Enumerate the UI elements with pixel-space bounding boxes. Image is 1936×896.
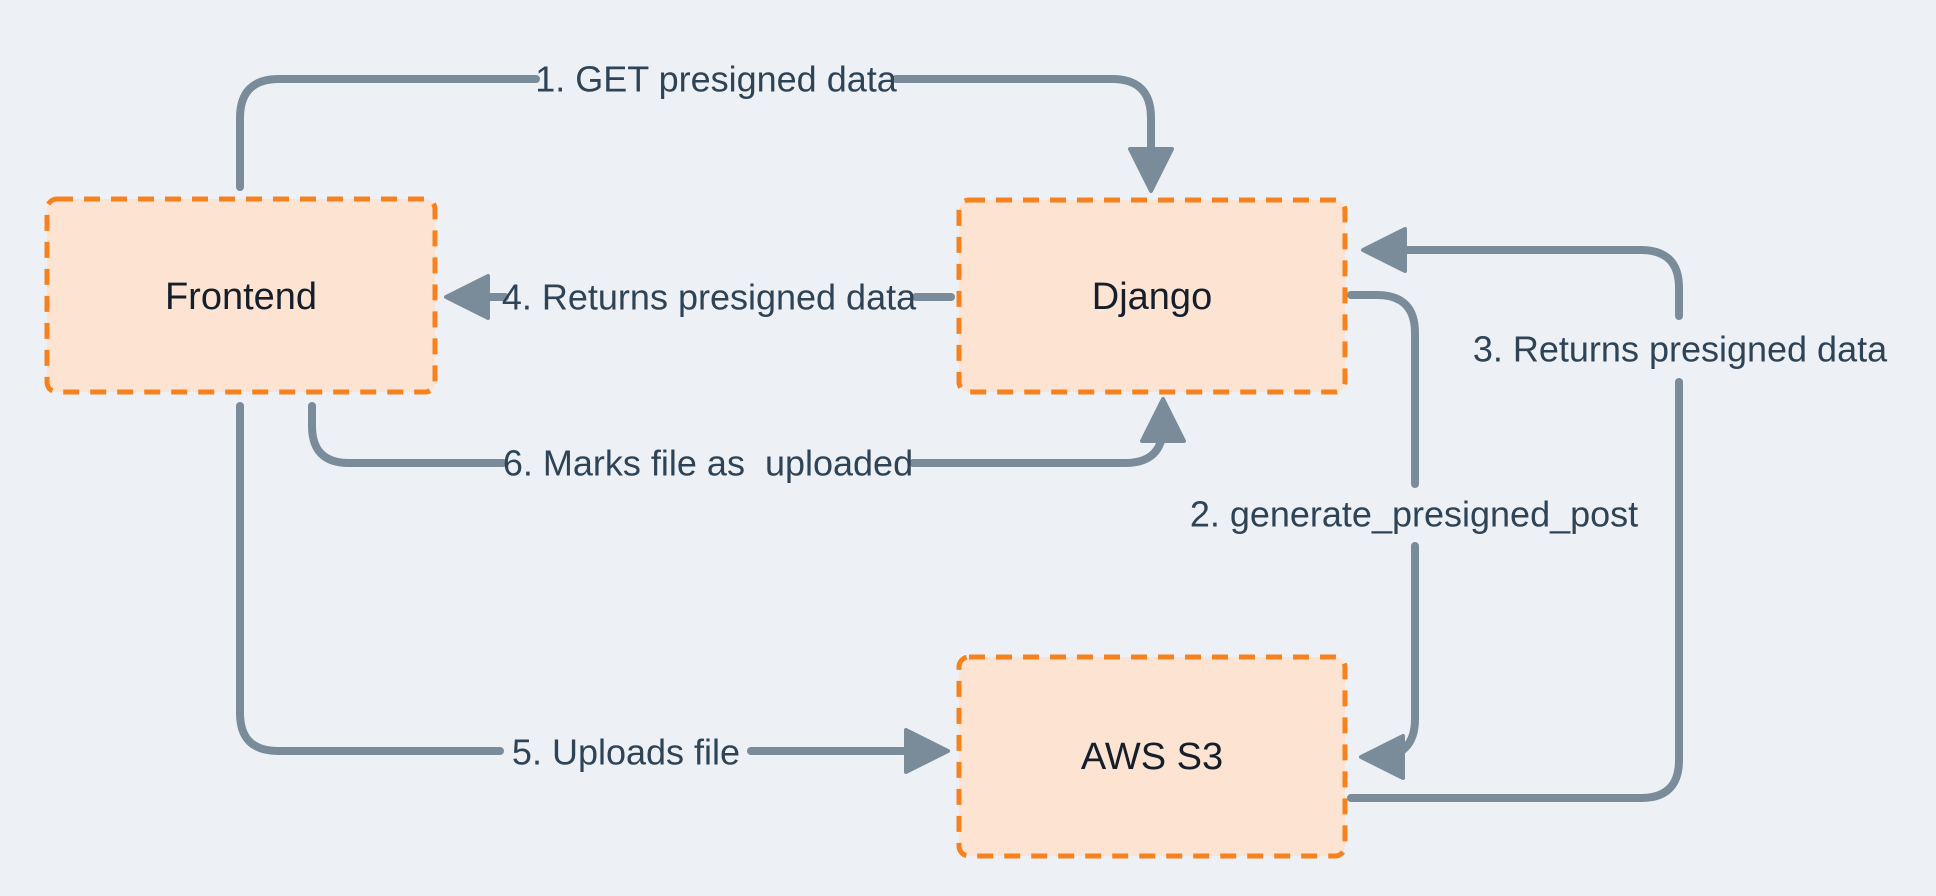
arrow-5-line-left	[236, 402, 504, 755]
arrow-2-line-bottom	[1373, 542, 1419, 761]
arrow-5-arrowhead-right-icon	[904, 728, 950, 774]
arrow-3-line-bottom	[1347, 378, 1683, 802]
arrow-6-label: 6. Marks file as uploaded	[503, 443, 913, 484]
arrow-6-arrowhead-up-icon	[1140, 397, 1186, 443]
arrow-5-uploads-file: 5. Uploads file	[236, 402, 950, 774]
arrow-2-arrowhead-left-icon	[1359, 734, 1405, 780]
arrow-2-generate-presigned-post: 2. generate_presigned_post	[1190, 291, 1638, 780]
arrow-4-arrowhead-left-icon	[444, 274, 490, 320]
frontend-box	[44, 196, 438, 395]
arrow-6-line-left	[308, 402, 507, 467]
node-aws-s3: AWS S3	[956, 654, 1348, 859]
node-django: Django	[956, 197, 1348, 395]
arrow-4-label: 4. Returns presigned data	[502, 277, 917, 318]
django-box	[956, 197, 1348, 395]
arrow-1-line-left	[236, 75, 540, 191]
arrow-6-marks-file-uploaded: 6. Marks file as uploaded	[308, 397, 1186, 484]
arrow-1-line-right	[892, 75, 1155, 154]
arrow-1-get-presigned-data: 1. GET presigned data	[236, 59, 1174, 193]
arrow-3-arrowhead-left-icon	[1361, 227, 1407, 273]
arrow-5-label: 5. Uploads file	[512, 732, 740, 773]
arrow-2-line-top	[1347, 291, 1419, 488]
arrow-6-line-right	[909, 422, 1167, 467]
arrow-3-label: 3. Returns presigned data	[1473, 329, 1888, 370]
arrow-3-line-top	[1403, 246, 1683, 320]
arrow-3-returns-presigned-data: 3. Returns presigned data	[1347, 227, 1888, 802]
frontend-label: Frontend	[165, 276, 317, 318]
aws-s3-box	[956, 654, 1348, 859]
arrow-1-label: 1. GET presigned data	[535, 59, 898, 100]
arrow-1-arrowhead-down-icon	[1128, 147, 1174, 193]
aws-s3-label: AWS S3	[1081, 736, 1223, 778]
node-frontend: Frontend	[44, 196, 438, 395]
arrow-4-returns-presigned-data: 4. Returns presigned data	[444, 274, 955, 320]
django-label: Django	[1092, 276, 1212, 318]
arrow-2-label: 2. generate_presigned_post	[1190, 494, 1638, 535]
